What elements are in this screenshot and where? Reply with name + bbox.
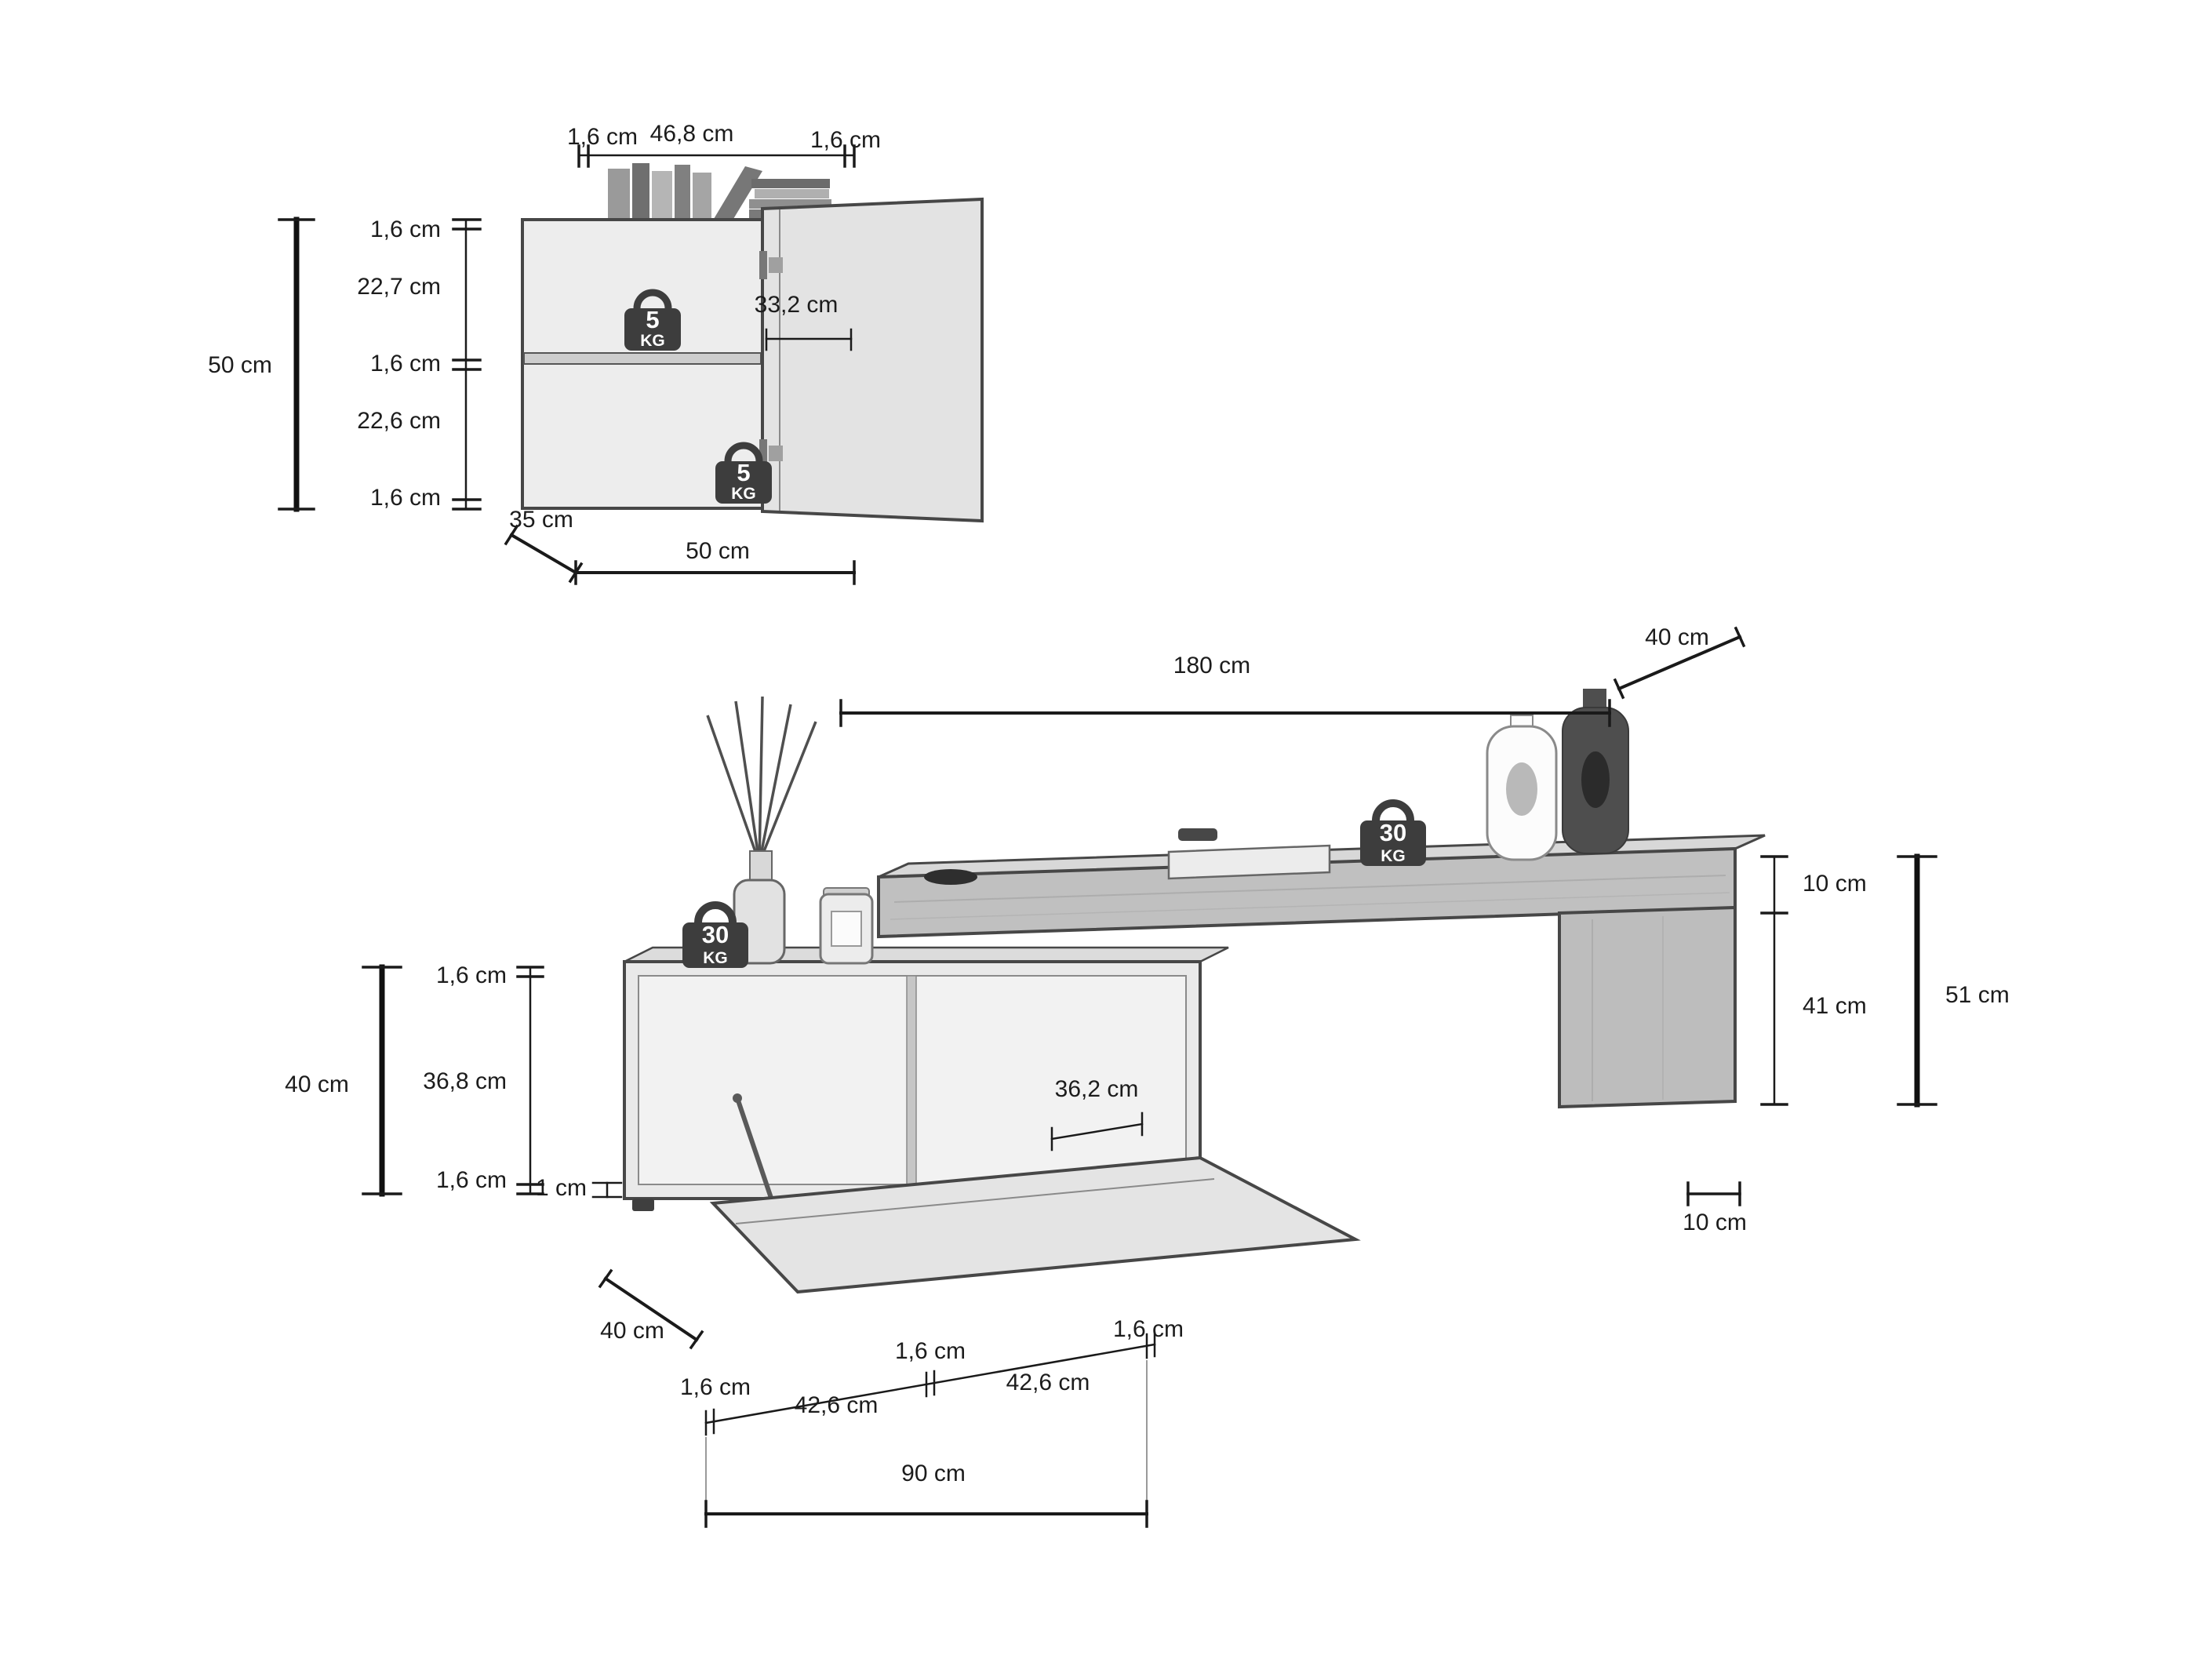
tv-stand-drawing: 30 KG 30 KG — [623, 689, 1766, 1294]
label-top-inner-width: 46,8 cm — [650, 121, 734, 147]
dim-flap-total: 90 cm — [704, 1360, 1148, 1528]
media-player-decoration — [1167, 844, 1331, 880]
tv-stand: 30 KG 30 KG 180 cm — [285, 624, 2010, 1528]
dark-vase-decoration — [1562, 689, 1629, 854]
label-cabinet-depth: 35 cm — [509, 507, 573, 533]
door-hinge-top — [759, 251, 783, 279]
label-box-depth: 40 cm — [600, 1318, 664, 1344]
weight-value: 30 — [702, 921, 729, 948]
label-door-width: 33,2 cm — [755, 292, 839, 318]
label-box-t2: 1,6 cm — [436, 1167, 507, 1193]
label-box-inner-height: 36,8 cm — [423, 1068, 507, 1094]
dim-cabinet-total-height: 50 cm — [208, 216, 315, 512]
weight-unit: KG — [640, 332, 665, 350]
wall-cabinet-dimensions: 1,6 cm 46,8 cm 1,6 cm 1,6 cm 22,7 cm 1,6… — [208, 121, 881, 585]
label-right-total-height: 51 cm — [1945, 982, 2010, 1008]
label-flap-t2: 1,6 cm — [895, 1338, 966, 1364]
door-hinge-bottom — [759, 439, 783, 468]
label-leg-height: 41 cm — [1803, 993, 1867, 1019]
box-foot — [632, 1199, 654, 1211]
weight-5kg-bottom-icon: 5 KG — [715, 442, 772, 504]
dim-cabinet-left-breakdown: 1,6 cm 22,7 cm 1,6 cm 22,6 cm 1,6 cm — [357, 216, 482, 511]
label-top-thickness-right: 1,6 cm — [810, 127, 881, 153]
dim-left-breakdown: 1,6 cm 36,8 cm 1,6 cm — [423, 962, 544, 1195]
label-left-s1: 22,7 cm — [357, 274, 441, 300]
books-decoration — [608, 163, 831, 219]
label-cabinet-height: 50 cm — [208, 352, 272, 378]
label-left-t2: 1,6 cm — [370, 351, 441, 377]
dim-left-total: 40 cm — [285, 964, 402, 1197]
label-flap-s1: 42,6 cm — [795, 1392, 879, 1418]
label-left-t3: 1,6 cm — [370, 485, 441, 511]
flap-gas-strut — [735, 1097, 776, 1206]
weight-unit: KG — [1381, 847, 1406, 865]
label-top-thickness-left: 1,6 cm — [567, 124, 638, 150]
weight-30kg-right-icon: 30 KG — [1360, 799, 1426, 866]
wall-cabinet-drawing: 5 KG 5 KG — [521, 163, 984, 523]
weight-5kg-top-icon: 5 KG — [624, 289, 681, 351]
dim-compartment-width: 36,2 cm — [1050, 1076, 1144, 1151]
cabinet-door-open — [761, 197, 984, 523]
label-left-s2: 22,6 cm — [357, 408, 441, 434]
bowl-decoration — [924, 869, 977, 885]
dim-cabinet-depth: 35 cm — [504, 507, 584, 584]
dim-board-length: 180 cm — [839, 653, 1611, 727]
label-flap-t3: 1,6 cm — [1113, 1316, 1184, 1342]
dim-right-breakdown: 10 cm 41 cm — [1760, 855, 1867, 1106]
dim-cabinet-top-width: 1,6 cm 46,8 cm 1,6 cm — [567, 121, 881, 168]
label-flap-thickness: 1 cm — [536, 1175, 587, 1201]
dim-board-depth: 40 cm — [1613, 624, 1746, 700]
weight-value: 5 — [646, 306, 659, 333]
label-box-total-height: 40 cm — [285, 1071, 349, 1097]
box-divider — [906, 975, 917, 1185]
label-board-height: 10 cm — [1803, 871, 1867, 897]
tv-stand-dimensions: 180 cm 40 cm 10 cm 41 cm — [285, 624, 2010, 1528]
flap-door-open — [709, 1155, 1361, 1294]
weight-unit: KG — [731, 485, 756, 503]
dim-cabinet-door-width: 33,2 cm — [755, 292, 853, 351]
label-board-length: 180 cm — [1173, 653, 1250, 679]
white-vase-decoration — [1486, 715, 1558, 861]
weight-value: 30 — [1380, 819, 1406, 846]
label-left-t1: 1,6 cm — [370, 216, 441, 242]
remote-decoration — [1178, 828, 1217, 841]
label-cabinet-width: 50 cm — [686, 538, 750, 564]
label-flap-total-width: 90 cm — [901, 1461, 966, 1486]
label-compartment-width: 36,2 cm — [1055, 1076, 1139, 1102]
dim-right-total: 51 cm — [1897, 853, 2010, 1108]
dim-flap-thickness: 1 cm — [536, 1175, 623, 1201]
dim-cabinet-width: 50 cm — [574, 538, 856, 585]
dim-box-depth: 40 cm — [598, 1268, 704, 1350]
weight-unit: KG — [703, 949, 728, 967]
weight-value: 5 — [737, 459, 750, 486]
label-flap-s2: 42,6 cm — [1006, 1370, 1090, 1395]
label-box-t1: 1,6 cm — [436, 962, 507, 988]
dim-flap-breakdown: 1,6 cm 42,6 cm 1,6 cm 42,6 cm 1,6 cm — [680, 1316, 1184, 1436]
label-board-depth: 40 cm — [1645, 624, 1709, 650]
label-leg-edge: 10 cm — [1683, 1210, 1747, 1235]
label-flap-t1: 1,6 cm — [680, 1374, 751, 1400]
wall-cabinet: 5 KG 5 KG 1,6 cm 46,8 cm 1,6 cm — [208, 121, 984, 585]
jar-decoration — [819, 887, 874, 965]
weight-30kg-left-icon: 30 KG — [682, 901, 748, 968]
cabinet-shelf — [523, 352, 762, 365]
dim-leg-edge: 10 cm — [1683, 1181, 1747, 1235]
leg-panel — [1558, 905, 1737, 1109]
